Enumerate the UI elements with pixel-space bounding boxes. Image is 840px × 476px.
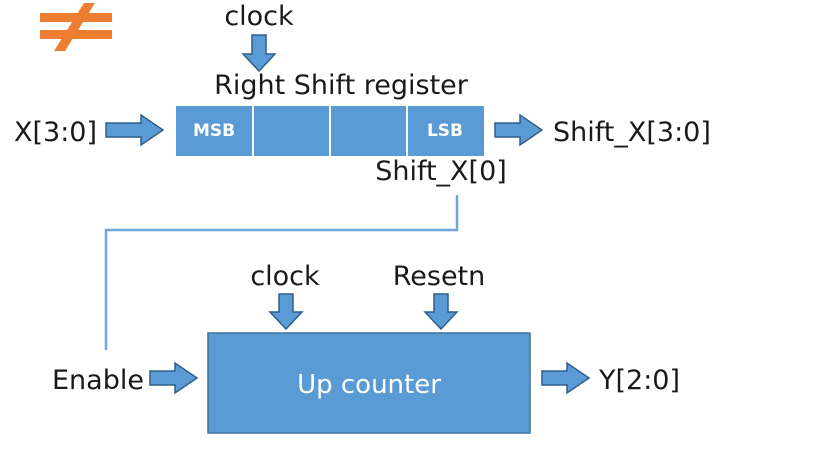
register-cell-msb: MSB [193,121,235,141]
counter-output-label: Y[2:0] [598,365,680,396]
register-input-arrow [105,113,165,147]
shift-register-clock-label: clock [224,1,294,32]
enable-wire [104,195,459,350]
register-input-label: X[3:0] [14,117,97,148]
enable-arrow [149,361,199,395]
register-output-arrow [494,113,544,147]
counter-reset-label: Resetn [393,261,486,292]
up-counter-block [207,332,531,434]
enable-label: Enable [52,365,144,396]
register-lsb-output-label: Shift_X[0] [375,156,507,187]
counter-output-arrow [541,361,591,395]
counter-reset-arrow [423,293,459,331]
not-equal-icon [40,3,112,51]
up-counter-title: Up counter [297,370,441,400]
shift-register-title: Right Shift register [214,70,469,101]
register-cell-lsb: LSB [427,121,463,141]
counter-clock-label: clock [250,261,320,292]
register-output-label: Shift_X[3:0] [553,117,711,148]
counter-clock-arrow [268,293,304,331]
shift-register-clock-arrow [241,34,277,73]
